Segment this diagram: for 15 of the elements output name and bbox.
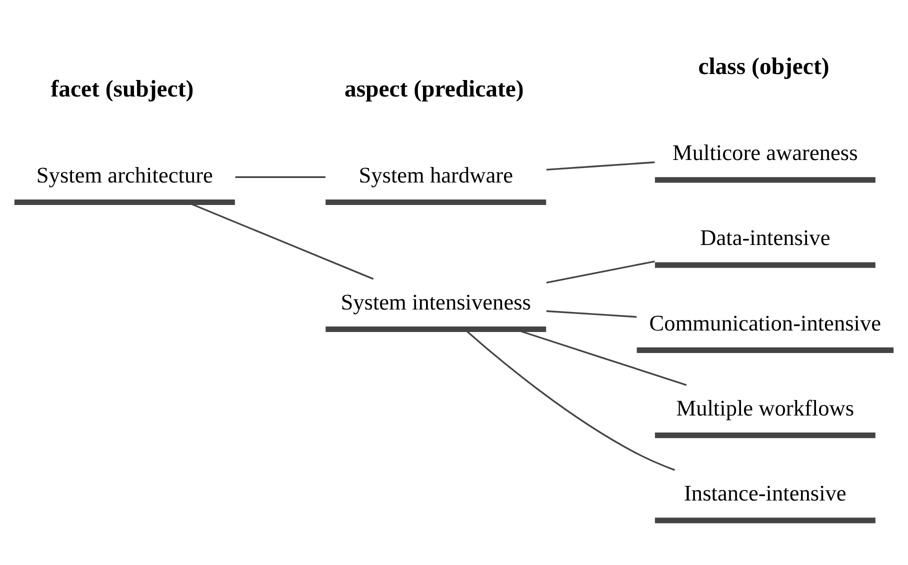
node-text: System intensiveness (340, 289, 531, 314)
label: class (object) (698, 54, 830, 80)
node-text: System hardware (358, 162, 513, 188)
label: facet (subject) (50, 76, 194, 102)
label: aspect (predicate) (344, 76, 524, 102)
node-text: Multiple workflows (676, 395, 854, 420)
node-text: System architecture (36, 162, 213, 188)
node-text: Communication-intensive (649, 310, 882, 336)
connector (546, 310, 637, 318)
node-text: Data-intensive (700, 225, 830, 250)
node-text: Multicore awareness (672, 140, 858, 166)
connector (546, 260, 655, 284)
node-text: Instance-intensive (684, 480, 846, 506)
connector (546, 161, 655, 171)
connector (235, 176, 326, 178)
